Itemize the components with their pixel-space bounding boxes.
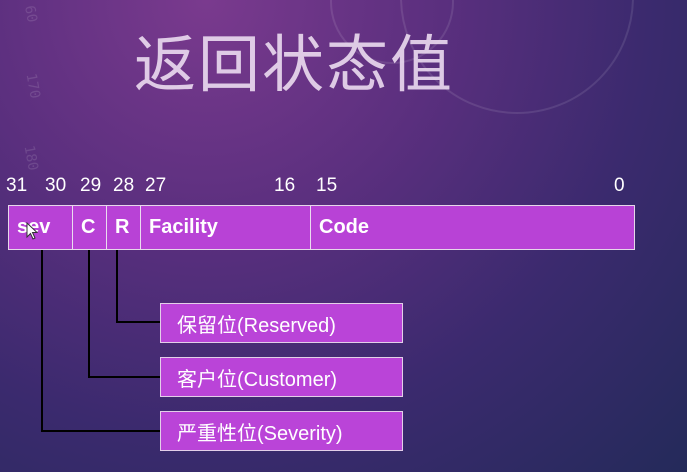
label-customer: 客户位(Customer) [160, 357, 403, 397]
label-severity: 严重性位(Severity) [160, 411, 403, 451]
bit-number-0: 0 [614, 175, 625, 196]
label-text: 严重性位(Severity) [177, 422, 343, 445]
field-customer: C [73, 206, 107, 249]
bit-number-30: 30 [45, 175, 67, 196]
label-reserved: 保留位(Reserved) [160, 303, 403, 343]
bit-number-27: 27 [145, 175, 167, 196]
connector-customer [88, 250, 160, 378]
bit-number-29: 29 [80, 175, 102, 196]
field-label: Facility [149, 216, 218, 238]
slide-title: 返回状态值 [134, 28, 455, 101]
cursor-icon [26, 222, 39, 240]
connector-severity [41, 250, 160, 432]
field-label: sev [17, 216, 51, 238]
label-text: 保留位(Reserved) [177, 314, 336, 337]
field-facility: Facility [141, 206, 311, 249]
bit-number-16: 16 [274, 175, 296, 196]
label-text: 客户位(Customer) [177, 368, 338, 391]
bit-number-31: 31 [6, 175, 28, 196]
field-reserved: R [107, 206, 141, 249]
field-sev: sev [9, 206, 73, 249]
field-label: C [81, 216, 96, 238]
field-label: Code [319, 216, 369, 238]
field-code: Code [311, 206, 634, 249]
connector-reserved [116, 250, 160, 323]
bit-number-15: 15 [316, 175, 338, 196]
status-code-register: sev C R Facility Code [8, 205, 635, 250]
field-label: R [115, 216, 130, 238]
bit-number-28: 28 [113, 175, 135, 196]
